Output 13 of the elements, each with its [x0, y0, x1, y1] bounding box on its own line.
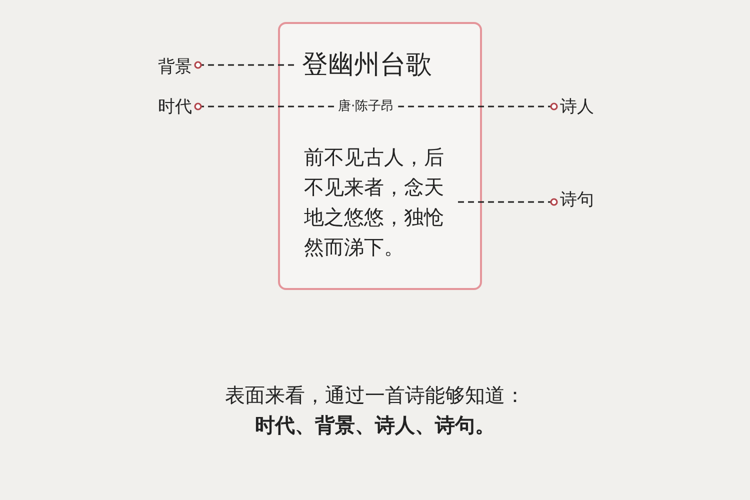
poem-title: 登幽州台歌	[302, 48, 432, 82]
summary-keywords: 时代、背景、诗人、诗句。	[255, 412, 495, 439]
annotation-label: 诗句	[560, 189, 594, 211]
annotation-label: 背景	[158, 56, 192, 78]
author-text: 唐·陈子昂	[338, 98, 394, 115]
annotation-label: 诗人	[560, 96, 594, 118]
annotation-label: 时代	[158, 96, 192, 118]
leader-line	[456, 198, 558, 206]
poem-text: 前不见古人，后不见来者，念天地之悠悠，独怆然而涕下。	[304, 142, 452, 262]
summary-text: 表面来看，通过一首诗能够知道：	[225, 382, 525, 409]
poem-card	[278, 22, 482, 290]
leader-line	[398, 102, 558, 110]
leader-line	[194, 102, 334, 110]
